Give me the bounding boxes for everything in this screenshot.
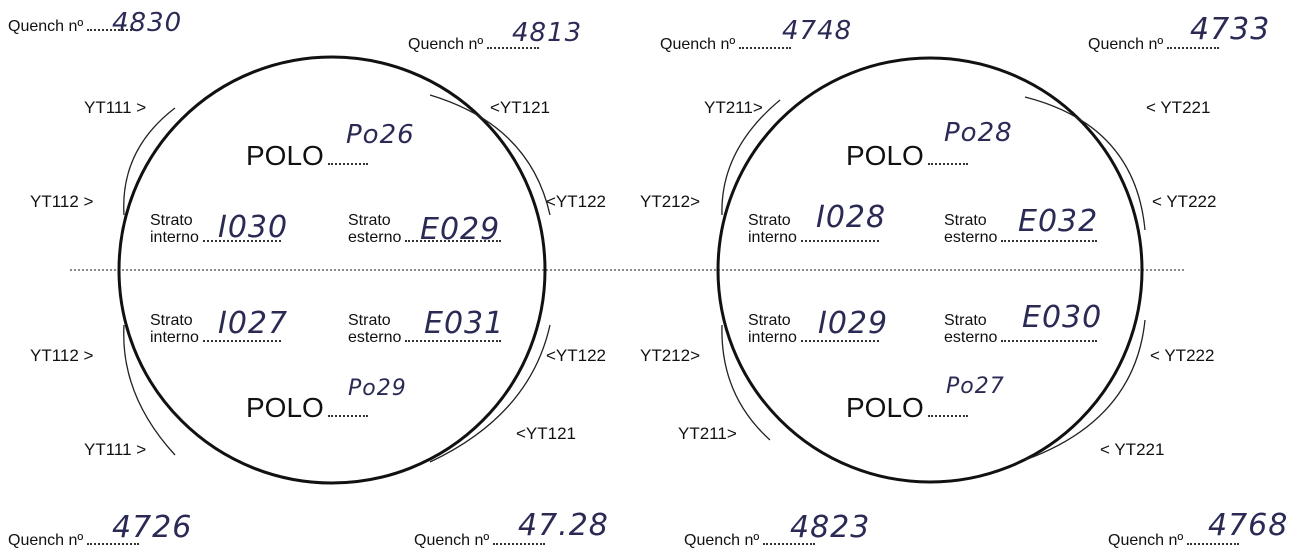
- quench-value-bottom-left: 4726: [112, 510, 193, 545]
- quench-value-top-left-2: 4813: [512, 18, 583, 48]
- quench-field-top-left-2: Quench nº: [408, 36, 540, 54]
- strato-esterno-value: E029: [420, 212, 501, 247]
- quench-field-top-right-2: Quench nº: [1088, 36, 1220, 54]
- yt-label: YT212>: [640, 192, 701, 211]
- strato-label: Strato: [748, 312, 791, 329]
- quench-field-bottom-left-2: Quench nº: [414, 532, 546, 550]
- quench-field-top-right: Quench nº: [660, 36, 792, 54]
- polo-value: Po26: [346, 120, 415, 150]
- left-top-outer-left-arc: [123, 107, 176, 216]
- polo-value: Po29: [348, 376, 407, 401]
- right-bottom-outer-left-arc: [721, 324, 771, 441]
- strato-interno-value: I029: [818, 306, 889, 341]
- left-bottom-outer-right-arc: [429, 324, 551, 463]
- polo-label: POLO: [846, 392, 924, 423]
- yt-label: < YT222: [1150, 346, 1215, 365]
- quench-label: Quench nº: [8, 532, 84, 549]
- quench-label: Quench nº: [8, 18, 84, 35]
- strato-label: Strato: [944, 212, 987, 229]
- quench-label: Quench nº: [660, 36, 736, 53]
- interno-label: interno: [748, 229, 797, 246]
- quench-label: Quench nº: [414, 532, 490, 549]
- strato-label: Strato: [348, 312, 391, 329]
- polo-label: POLO: [846, 140, 924, 171]
- polo-label: POLO: [246, 392, 324, 423]
- left-magnet-circle: [117, 55, 547, 485]
- yt-label: YT111 >: [84, 440, 147, 459]
- strato-interno-value: I027: [218, 306, 289, 341]
- yt-label: YT211>: [704, 98, 763, 117]
- polo-field: POLO: [246, 140, 368, 172]
- quench-field-top-left: Quench nº: [8, 18, 140, 36]
- strato-label: Strato: [748, 212, 791, 229]
- strato-interno-field: Strato interno: [150, 312, 281, 346]
- strato-interno-value: I028: [816, 200, 887, 235]
- yt-label: YT211>: [678, 424, 737, 443]
- right-top-outer-right-arc: [1024, 96, 1146, 231]
- interno-label: interno: [150, 329, 199, 346]
- yt-label: YT112 >: [30, 192, 94, 211]
- quench-value-top-right: 4748: [782, 16, 853, 46]
- polo-field: POLO: [846, 392, 968, 424]
- yt-label: <YT122: [546, 192, 607, 211]
- strato-label: Strato: [150, 312, 193, 329]
- esterno-label: esterno: [944, 329, 998, 346]
- esterno-label: esterno: [348, 329, 402, 346]
- strato-interno-field: Strato interno: [748, 312, 879, 346]
- strato-esterno-field: Strato esterno: [944, 212, 1098, 246]
- quench-label: Quench nº: [684, 532, 760, 549]
- strato-interno-field: Strato interno: [748, 212, 879, 246]
- strato-esterno-value: E030: [1022, 300, 1103, 335]
- quench-label: Quench nº: [408, 36, 484, 53]
- yt-label: <YT121: [516, 424, 577, 443]
- polo-value: Po27: [946, 374, 1005, 399]
- polo-label: POLO: [246, 140, 324, 171]
- quench-value-bottom-right-2: 4768: [1208, 508, 1289, 543]
- yt-label: < YT222: [1152, 192, 1217, 211]
- strato-label: Strato: [944, 312, 987, 329]
- quench-value-top-left: 4830: [112, 8, 183, 38]
- right-magnet-circle: [716, 56, 1144, 484]
- yt-label: < YT221: [1146, 98, 1211, 117]
- yt-label: < YT221: [1100, 440, 1165, 459]
- yt-label: YT111 >: [84, 98, 147, 117]
- quench-field-bottom-right-2: Quench nº: [1108, 532, 1240, 550]
- left-bottom-outer-left-arc: [123, 324, 176, 456]
- strato-label: Strato: [348, 212, 391, 229]
- quench-value-top-right-2: 4733: [1190, 12, 1271, 47]
- right-bottom-outer-right-arc: [1024, 319, 1146, 461]
- interno-label: interno: [150, 229, 199, 246]
- strato-esterno-value: E032: [1018, 204, 1099, 239]
- quench-value-bottom-right: 4823: [790, 510, 871, 545]
- quench-field-bottom-left: Quench nº: [8, 532, 140, 550]
- quench-value-bottom-left-2: 47.28: [518, 508, 609, 543]
- interno-label: interno: [748, 329, 797, 346]
- strato-esterno-field: Strato esterno: [944, 312, 1098, 346]
- polo-value: Po28: [944, 118, 1013, 148]
- strato-esterno-value: E031: [424, 306, 505, 341]
- strato-interno-field: Strato interno: [150, 212, 281, 246]
- polo-field: POLO: [846, 140, 968, 172]
- right-top-outer-left-arc: [721, 99, 781, 216]
- strato-label: Strato: [150, 212, 193, 229]
- strato-esterno-field: Strato esterno: [348, 312, 502, 346]
- yt-label: YT112 >: [30, 346, 94, 365]
- yt-label: <YT122: [546, 346, 607, 365]
- quench-label: Quench nº: [1088, 36, 1164, 53]
- strato-interno-value: I030: [218, 210, 289, 245]
- esterno-label: esterno: [944, 229, 998, 246]
- yt-label: <YT121: [490, 98, 551, 117]
- strato-esterno-field: Strato esterno: [348, 212, 502, 246]
- polo-field: POLO: [246, 392, 368, 424]
- esterno-label: esterno: [348, 229, 402, 246]
- left-top-outer-right-arc: [429, 94, 551, 216]
- quench-label: Quench nº: [1108, 532, 1184, 549]
- quench-field-bottom-right: Quench nº: [684, 532, 816, 550]
- yt-label: YT212>: [640, 346, 701, 365]
